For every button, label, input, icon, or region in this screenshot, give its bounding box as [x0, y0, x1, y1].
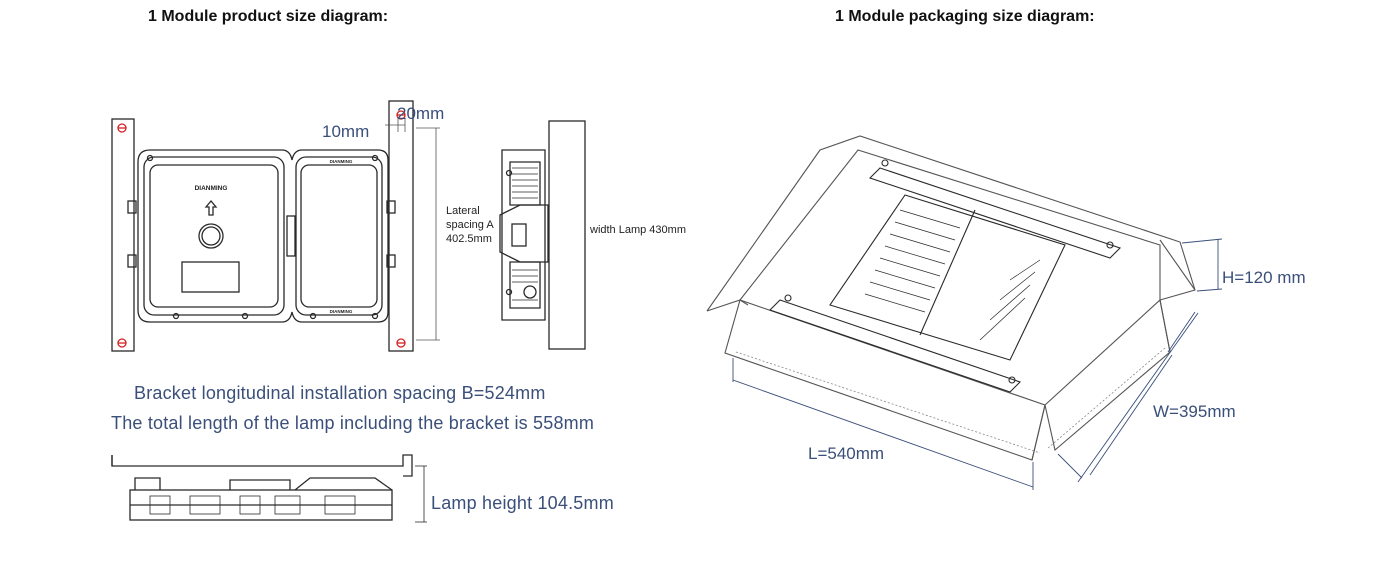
- height-view-details: [149, 465, 427, 523]
- top-offset-label: 20mm: [397, 104, 444, 123]
- front-view-drawing: [111, 100, 414, 352]
- boxed-lamp-fins: [864, 209, 1041, 341]
- product-diagram-header: 1 Module product size diagram:: [148, 8, 389, 25]
- left-module-lens: [149, 164, 279, 308]
- side-offset-label: 10mm: [322, 122, 369, 141]
- up-arrow-icon: [204, 199, 218, 216]
- screw: [505, 288, 513, 296]
- lateral-label-2: spacing A: [446, 219, 494, 231]
- boxed-bracket-bottom: [768, 299, 1022, 393]
- side-mount-slot: [511, 223, 527, 247]
- screw: [172, 312, 180, 320]
- right-module-panel: [295, 156, 383, 316]
- right-bracket: [388, 100, 414, 352]
- bracket-clamp: [127, 254, 137, 268]
- box-dimension-lines: [732, 238, 1223, 490]
- lateral-label-1: Lateral: [446, 205, 480, 217]
- box-inner-rim: [739, 149, 1161, 301]
- screw: [146, 154, 154, 162]
- front-dimension-lines: [385, 118, 440, 341]
- sensor-inner: [201, 226, 221, 246]
- box-dotted-edges: [735, 347, 1166, 454]
- screw: [371, 154, 379, 162]
- left-bracket: [111, 118, 135, 352]
- bracket-clamp: [386, 254, 396, 268]
- side-heatsink-fins: [512, 167, 538, 301]
- side-view-drawing: [499, 120, 586, 350]
- height-bracket-top: [111, 454, 413, 477]
- box-width-label: W=395mm: [1153, 402, 1236, 421]
- packaging-diagram-header: 1 Module packaging size diagram:: [835, 8, 1095, 25]
- width-lamp-label: width Lamp 430mm: [589, 224, 686, 236]
- right-logo-bottom: DIANMING: [330, 309, 353, 314]
- side-heatsink-top: [509, 161, 541, 206]
- side-lamp-body: [501, 149, 546, 321]
- screw: [309, 312, 317, 320]
- box-length-label: L=540mm: [808, 444, 884, 463]
- center-hinge: [286, 215, 296, 257]
- boxed-lamp-body: [829, 194, 1066, 361]
- screw: [505, 169, 513, 177]
- mounting-holes: [117, 110, 406, 348]
- box-right-flap: [1159, 239, 1196, 291]
- side-mount-block: [499, 204, 549, 263]
- screw: [371, 312, 379, 320]
- side-connector: [523, 285, 537, 299]
- box-right-face: [1044, 298, 1171, 452]
- boxed-bracket-top: [868, 167, 1122, 259]
- left-module-panel: [143, 156, 285, 316]
- boxed-lamp-drawing: [768, 159, 1122, 393]
- height-view-drawing: [111, 454, 413, 521]
- bracket-clamp: [127, 200, 137, 214]
- side-heatsink-bottom: [509, 261, 541, 309]
- front-logo: DIANMING: [195, 185, 228, 192]
- lateral-label-3: 402.5mm: [446, 233, 492, 245]
- bracket-spacing-caption: Bracket longitudinal installation spacin…: [134, 383, 546, 403]
- box-top-flap-outline: [706, 135, 1196, 312]
- packaging-box-drawing: [706, 135, 1196, 461]
- lamp-height-caption: Lamp height 104.5mm: [431, 493, 614, 513]
- bracket-clamp: [386, 200, 396, 214]
- label-plate: [181, 261, 240, 293]
- screw: [241, 312, 249, 320]
- box-height-label: H=120 mm: [1222, 268, 1306, 287]
- sensor-circle: [198, 223, 224, 249]
- lamp-body-outline: [137, 149, 389, 323]
- right-logo-top: DIANMING: [330, 159, 353, 164]
- total-length-caption: The total length of the lamp including t…: [111, 413, 595, 433]
- side-bracket: [548, 120, 586, 350]
- right-module-lens: [300, 164, 378, 308]
